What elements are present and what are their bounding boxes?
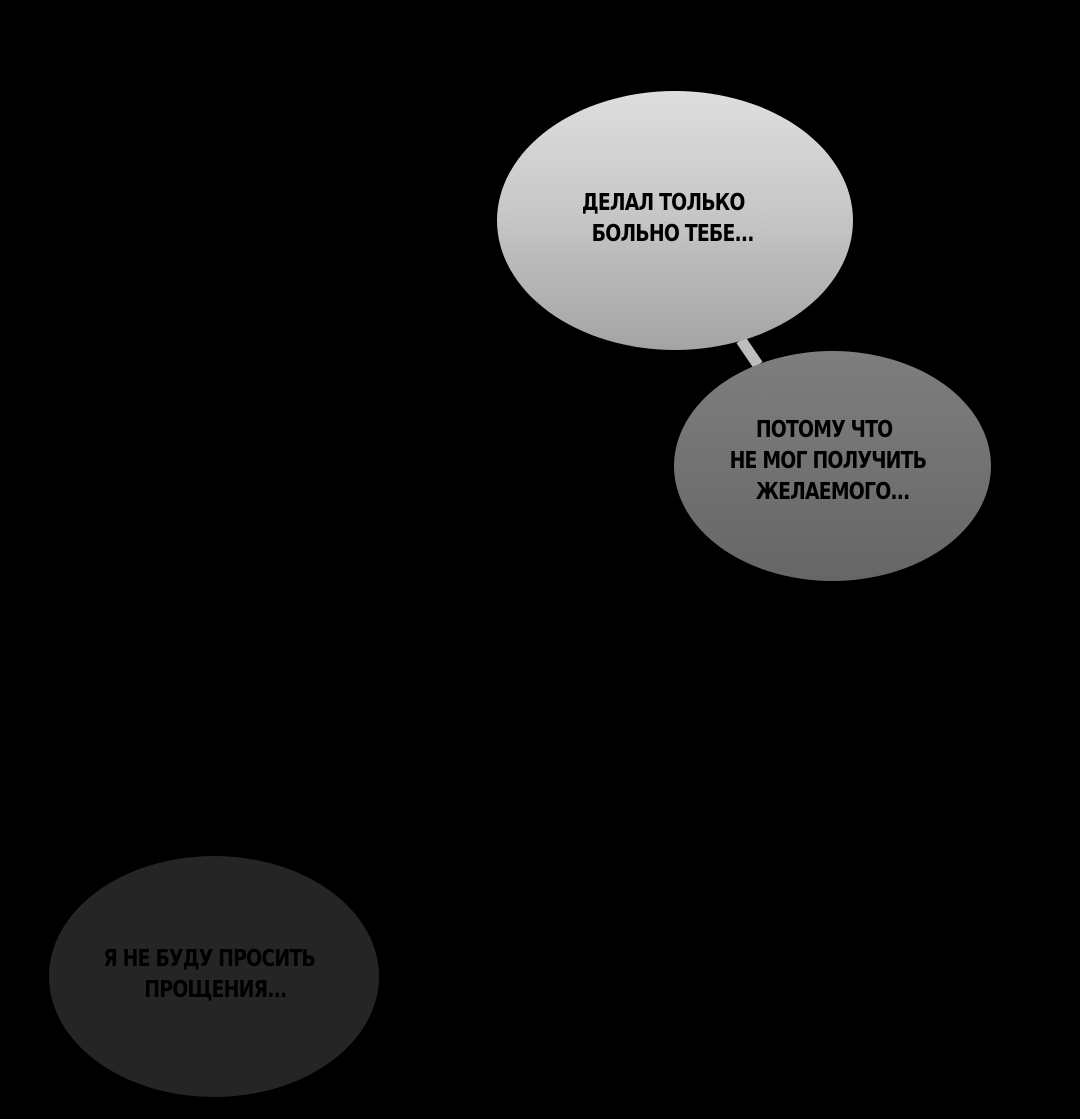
speech-bubble-3-text: Я НЕ БУДУ ПРОСИТЬ ПРОЩЕНИЯ... xyxy=(103,944,316,1006)
speech-bubble-2-text: ПОТОМУ ЧТО НЕ МОГ ПОЛУЧИТЬ ЖЕЛАЕМОГО... xyxy=(729,415,926,508)
speech-bubble-3-line-2: ПРОЩЕНИЯ... xyxy=(144,976,287,1003)
speech-bubble-3: Я НЕ БУДУ ПРОСИТЬ ПРОЩЕНИЯ... xyxy=(49,856,379,1097)
speech-bubble-2-line-3: ЖЕЛАЕМОГО... xyxy=(755,478,910,505)
bubble-tail-line xyxy=(736,336,763,369)
speech-bubble-3-line-1: Я НЕ БУДУ ПРОСИТЬ xyxy=(103,945,316,972)
speech-bubble-1-line-1: ДЕЛАЛ ТОЛЬКО xyxy=(582,189,746,216)
speech-bubble-2: ПОТОМУ ЧТО НЕ МОГ ПОЛУЧИТЬ ЖЕЛАЕМОГО... xyxy=(674,351,991,581)
speech-bubble-2-line-1: ПОТОМУ ЧТО xyxy=(755,416,892,443)
speech-bubble-1-line-2: БОЛЬНО ТЕБЕ... xyxy=(591,220,755,247)
speech-bubble-1-text: ДЕЛАЛ ТОЛЬКО БОЛЬНО ТЕБЕ... xyxy=(582,188,755,250)
speech-bubble-1: ДЕЛАЛ ТОЛЬКО БОЛЬНО ТЕБЕ... xyxy=(497,91,853,350)
speech-bubble-2-line-2: НЕ МОГ ПОЛУЧИТЬ xyxy=(729,447,926,474)
